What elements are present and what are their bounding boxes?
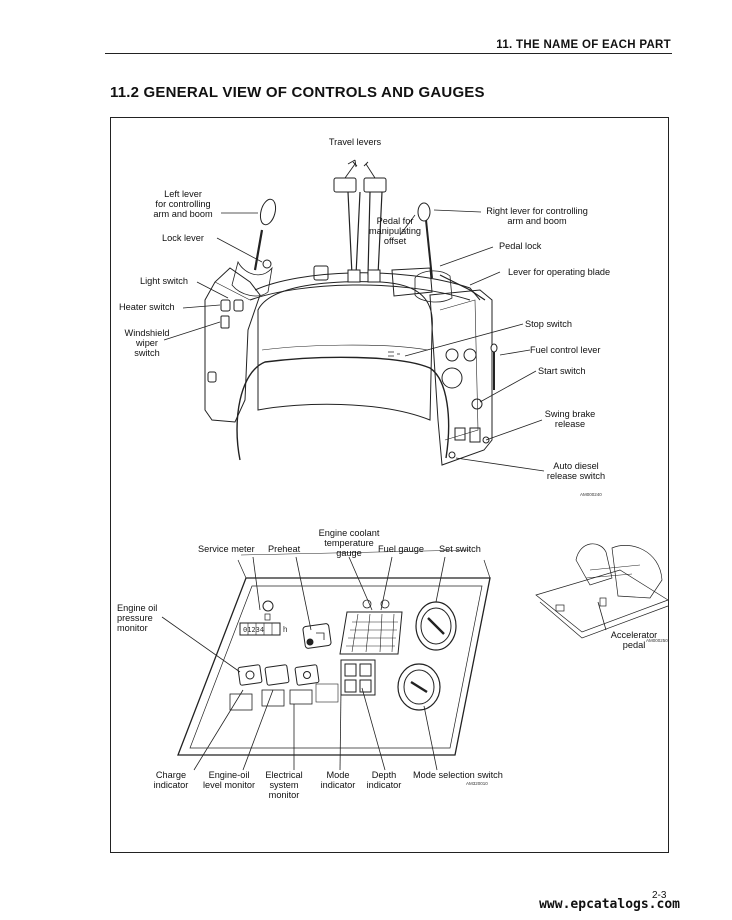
label-blade-lever: Lever for operating blade — [508, 267, 611, 277]
label-travel-levers: Travel levers — [328, 137, 382, 147]
label-service-meter: Service meter — [198, 544, 255, 554]
header-rule — [105, 53, 672, 54]
label-start-switch: Start switch — [538, 366, 586, 376]
seat-cushion — [236, 356, 450, 461]
label-mode-indicator: Mode indicator — [320, 770, 356, 790]
left-lever — [253, 229, 264, 271]
label-fuel-control: Fuel control lever — [530, 345, 601, 355]
blade-lever — [439, 274, 486, 301]
figure-frame — [110, 117, 669, 853]
service-meter-unit: h — [283, 625, 288, 634]
right-lever — [425, 219, 433, 279]
top-leader-lines — [163, 209, 545, 472]
figure-code-top: AM000240 — [580, 492, 602, 497]
label-engine-oil-pressure: Engine oil pressure monitor — [117, 603, 158, 633]
offset-pedal — [391, 267, 433, 297]
figure-code-panel: AM320010 — [466, 781, 488, 786]
label-depth-indicator: Depth indicator — [366, 770, 402, 790]
label-electrical-system: Electrical system monitor — [265, 770, 303, 800]
service-meter-reading: 01234 — [243, 626, 265, 634]
panel-outline — [177, 577, 491, 756]
label-left-lever: Left lever for controlling arm and boom — [153, 189, 213, 219]
label-preheat: Preheat — [268, 544, 301, 554]
seat — [257, 281, 433, 421]
label-fuel-gauge: Fuel gauge — [378, 544, 424, 554]
label-mode-selection: Mode selection switch — [413, 770, 503, 780]
mode-selection-switch — [397, 663, 441, 711]
page-number: 2-3 — [652, 890, 667, 901]
gauge-cluster — [339, 599, 403, 655]
label-stop-switch: Stop switch — [525, 319, 572, 329]
footer-site-link[interactable]: www.epcatalogs.com — [539, 897, 680, 912]
left-console — [204, 267, 261, 423]
chapter-heading: 11. THE NAME OF EACH PART — [496, 39, 671, 51]
label-swing-brake: Swing brake release — [544, 409, 596, 429]
service-meter — [239, 622, 281, 636]
label-auto-diesel: Auto diesel release switch — [546, 461, 606, 481]
start-switch-key — [441, 367, 463, 389]
cab-drawing — [204, 159, 498, 466]
label-windshield-wiper: Windshield wiper switch — [124, 328, 170, 358]
preheat-indicator — [302, 623, 332, 649]
label-engine-oil-level: Engine-oil level monitor — [202, 770, 256, 790]
label-right-lever: Right lever for controlling arm and boom — [486, 206, 588, 226]
caution-lamp — [237, 664, 263, 686]
accelerator-inset — [535, 543, 669, 639]
panel-leader-lines — [161, 556, 607, 771]
label-heater-switch: Heater switch — [119, 302, 175, 312]
label-accelerator-pedal: Accelerator pedal — [610, 630, 658, 650]
instrument-panel-drawing — [177, 549, 491, 756]
label-pedal-lock: Pedal lock — [499, 241, 542, 251]
label-set-switch: Set switch — [439, 544, 481, 554]
right-console — [429, 289, 493, 466]
label-light-switch: Light switch — [140, 276, 189, 286]
label-charge-indicator: Charge indicator — [153, 770, 189, 790]
section-title: 11.2 GENERAL VIEW OF CONTROLS AND GAUGES — [110, 84, 485, 101]
label-pedal-offset: Pedal for manipulating offset — [368, 216, 422, 246]
label-lock-lever: Lock lever — [162, 233, 204, 243]
figure-code-accel: AM000250 — [646, 638, 668, 643]
label-engine-coolant: Engine coolant temperature gauge — [318, 528, 380, 558]
